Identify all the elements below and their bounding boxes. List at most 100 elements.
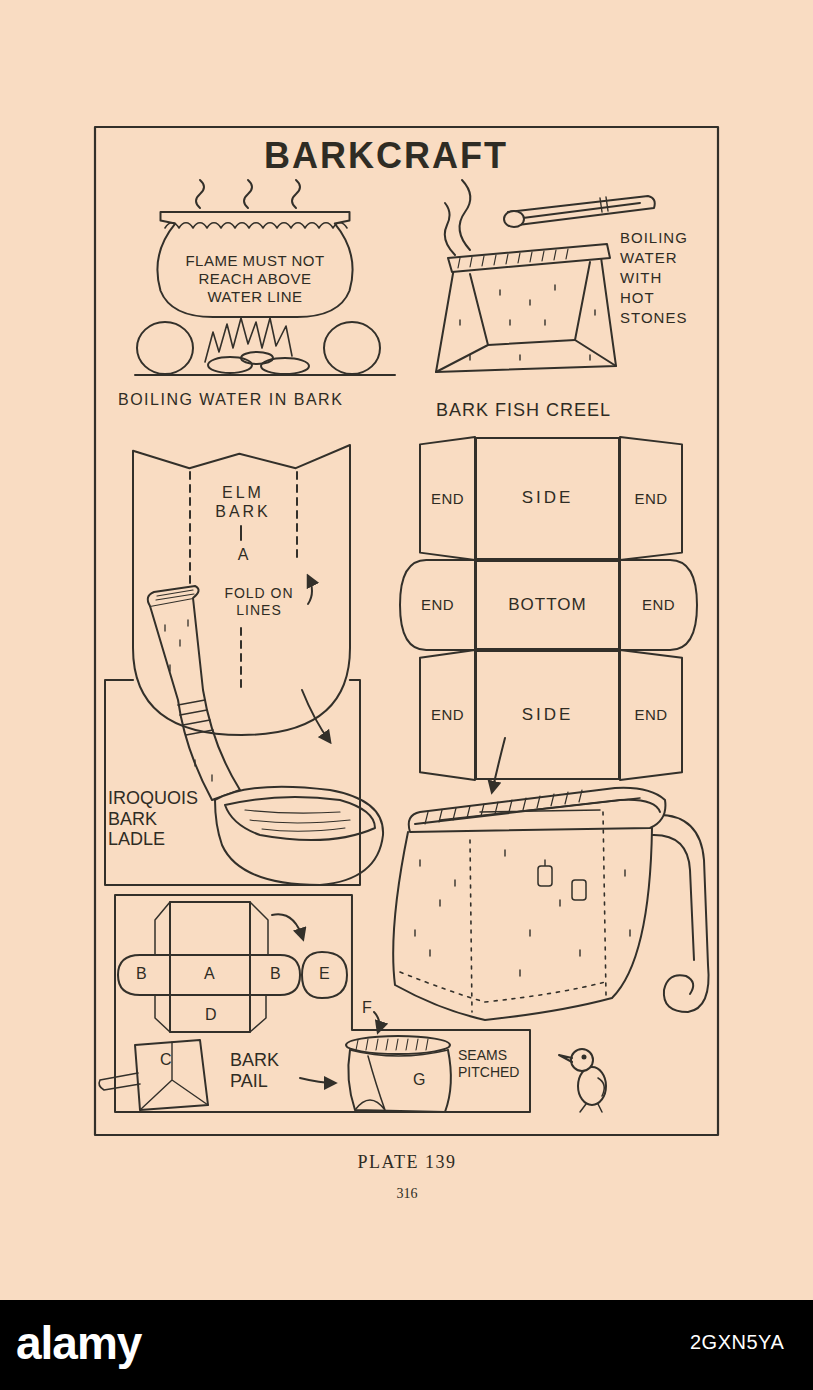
creel-end-piece: END xyxy=(620,650,682,780)
elm-bark-folds-part xyxy=(240,628,242,690)
hot-stone-basket-part xyxy=(458,249,568,268)
pot-fire-part xyxy=(205,318,292,362)
bird-mascot-part xyxy=(580,1104,602,1112)
image-id: 2GXN5YA xyxy=(690,1330,784,1354)
part-letter: D xyxy=(205,1005,217,1024)
figure-label: BARK FISH CREEL xyxy=(436,400,611,422)
node-text: FOLD ON LINES xyxy=(218,585,300,619)
node-text: END xyxy=(400,596,475,614)
node-text: ELM BARK xyxy=(203,483,283,521)
pot-fire-part xyxy=(244,180,252,208)
bark-ladle xyxy=(148,586,383,885)
node-text: SIDE xyxy=(477,488,618,508)
bark-pail-pattern-part xyxy=(300,1078,335,1083)
bark-ladle-part xyxy=(165,620,212,781)
bird-mascot-part xyxy=(578,1067,606,1105)
creel-side-piece: SIDE xyxy=(475,437,620,560)
pot-fire-part xyxy=(208,357,252,373)
pot-fire-part xyxy=(241,352,273,364)
watermark-logo: alamy xyxy=(16,1316,141,1371)
fish-creel-part xyxy=(409,788,666,832)
bottom-bar xyxy=(0,1300,813,1390)
elm-bark-pattern-line xyxy=(133,445,350,735)
bark-pail-pattern-part xyxy=(170,955,250,995)
node-text: END xyxy=(620,490,682,508)
bark-pail-pattern-part xyxy=(346,1036,450,1054)
plate-title: BARKCRAFT xyxy=(206,134,566,177)
bark-ladle-part xyxy=(148,586,199,606)
fish-creel-part xyxy=(538,866,552,886)
creel-end-piece: END xyxy=(420,650,475,780)
pot-fire-part xyxy=(165,223,347,228)
hot-stone-basket-part xyxy=(448,244,610,272)
hot-stone-basket-part xyxy=(460,180,471,250)
part-letter: B xyxy=(136,964,147,983)
ladle-panel-outline xyxy=(105,680,360,885)
node-text: BARK PAIL xyxy=(230,1050,302,1091)
creel-side-piece: SIDE xyxy=(475,650,620,780)
node-text: FLAME MUST NOT REACH ABOVE WATER LINE xyxy=(180,252,330,306)
bark-ladle-part xyxy=(225,797,375,840)
part-letter: A xyxy=(204,964,215,983)
creel-arrow xyxy=(492,738,505,792)
bark-pail-pattern-part xyxy=(118,955,170,995)
bark-pot: FLAME MUST NOT REACH ABOVE WATER LINE xyxy=(150,212,360,317)
creel-end-piece-line xyxy=(400,560,475,650)
node-text: END xyxy=(420,490,475,508)
bark-pail-pattern-part xyxy=(272,914,303,939)
bark-pot-line xyxy=(157,212,352,317)
drawing xyxy=(95,127,718,1135)
fish-creel-part xyxy=(400,972,605,1002)
bark-pail-pattern-part xyxy=(302,952,347,998)
fish-creel-part xyxy=(415,800,660,824)
bark-ladle-part xyxy=(245,810,350,831)
part-letter: G xyxy=(413,1070,425,1089)
page-number: 316 xyxy=(387,1186,427,1203)
bark-pail-pattern-part xyxy=(250,955,300,995)
node-text: SIDE xyxy=(477,705,618,725)
callout-note: BOILING WATER WITH HOT STONES xyxy=(620,228,694,328)
hot-stone-basket-part xyxy=(436,274,488,372)
fish-creel-part xyxy=(652,815,709,1012)
fish-creel-part xyxy=(572,880,586,900)
node-text: END xyxy=(620,596,697,614)
fish-creel-part xyxy=(470,840,472,1012)
bark-pail-pattern-part xyxy=(170,995,250,1032)
pot-fire-part xyxy=(324,322,380,374)
hot-stone-basket-part xyxy=(460,285,595,360)
plate-caption: PLATE 139 xyxy=(257,1152,557,1174)
bark-pail-pattern-part xyxy=(355,1056,385,1110)
pot-fire-part xyxy=(196,180,204,208)
plate-frame xyxy=(95,127,718,1135)
elm-bark-folds-part xyxy=(296,472,298,560)
creel-end-piece: END xyxy=(400,560,475,650)
elm-bark-pattern: ELM BARKAFOLD ON LINES xyxy=(133,445,350,735)
creel-end-piece: END xyxy=(420,437,475,560)
bark-pail-pattern-part xyxy=(135,1040,208,1110)
hot-stone-basket-part xyxy=(508,196,655,226)
creel-end-piece-line xyxy=(620,437,682,560)
bird-mascot-part xyxy=(559,1055,572,1062)
pot-fire xyxy=(135,180,395,375)
part-letter: E xyxy=(319,964,330,983)
bark-pail-pattern-part xyxy=(170,902,250,955)
hot-stone-basket-part xyxy=(445,203,455,255)
bark-pail-pattern-part xyxy=(99,1073,140,1090)
node-text: END xyxy=(420,706,475,724)
part-letter: C xyxy=(160,1050,172,1069)
node-text: END xyxy=(620,706,682,724)
node-text: IROQUOIS BARK LADLE xyxy=(108,788,212,850)
part-letter: B xyxy=(270,964,281,983)
pot-fire-part xyxy=(261,358,309,374)
bark-pail-pattern-part xyxy=(155,995,266,1032)
figure-label: BOILING WATER IN BARK xyxy=(118,390,343,409)
elm-bark-folds xyxy=(190,472,330,742)
pail-panel-line xyxy=(115,895,530,1112)
bird-mascot-part xyxy=(598,1078,604,1096)
bark-pail-pattern-part xyxy=(350,1050,448,1056)
bark-pail-pattern-part xyxy=(348,1050,451,1112)
elm-bark-folds-part xyxy=(308,576,312,604)
elm-bark-folds-part xyxy=(240,526,242,540)
